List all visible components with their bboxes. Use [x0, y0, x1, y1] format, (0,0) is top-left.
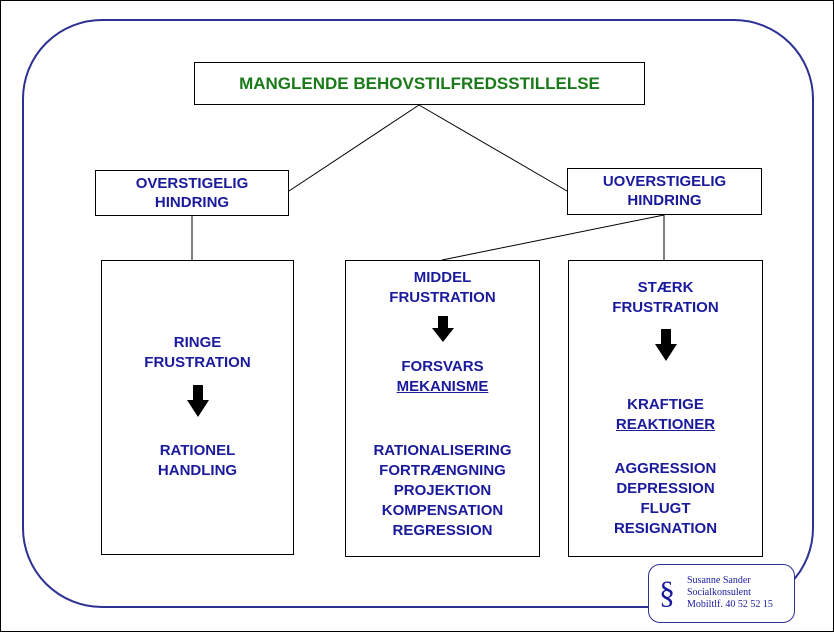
obstacle-insurmountable-line-1: UOVERSTIGELIG [602, 173, 727, 190]
middle-item-4: KOMPENSATION [381, 502, 504, 519]
middle-item-5: REGRESSION [392, 522, 493, 539]
column-low-frustration: RINGE FRUSTRATION RATIONEL HANDLING [101, 260, 294, 555]
low-frustration-line-1: RINGE [173, 334, 222, 351]
down-arrow-icon [186, 385, 209, 417]
obstacle-surmountable-line-2: HINDRING [154, 194, 230, 211]
low-outcome-line-2: HANDLING [157, 462, 238, 479]
column-middle-frustration: MIDDEL FRUSTRATION FORSVARS MEKANISME RA… [345, 260, 540, 557]
strong-item-4: RESIGNATION [613, 520, 718, 537]
obstacle-insurmountable-line-2: HINDRING [627, 192, 702, 209]
strong-item-2: DEPRESSION [616, 480, 715, 497]
middle-mechanism-line-1: FORSVARS [401, 358, 484, 375]
middle-frustration-line-2: FRUSTRATION [389, 289, 496, 306]
low-frustration-line-2: FRUSTRATION [144, 354, 251, 371]
author-badge: § Susanne Sander Socialkonsulent Mobiltl… [648, 564, 795, 623]
strong-item-1: AGGRESSION [614, 460, 717, 477]
author-details: Susanne Sander Socialkonsulent Mobiltlf.… [687, 575, 773, 611]
strong-reactions-line-2: REAKTIONER [615, 416, 716, 433]
connector-title-right [418, 104, 568, 192]
author-role: Socialkonsulent [687, 587, 751, 598]
middle-mechanism-line-2: MEKANISME [396, 378, 489, 395]
author-name: Susanne Sander [687, 575, 751, 586]
author-phone: Mobiltlf. 40 52 52 15 [687, 599, 773, 610]
connector-right-middle [441, 214, 665, 261]
middle-frustration-line-1: MIDDEL [413, 269, 472, 286]
strong-frustration-line-1: STÆRK [637, 279, 694, 296]
obstacle-surmountable-box: OVERSTIGELIG HINDRING [95, 170, 289, 216]
low-outcome-line-1: RATIONEL [159, 442, 236, 459]
diagram-title: MANGLENDE BEHOVSTILFREDSSTILLELSE [239, 74, 600, 93]
column-strong-frustration: STÆRK FRUSTRATION KRAFTIGE REAKTIONER AG… [568, 260, 763, 557]
section-sign-icon: § [659, 574, 675, 610]
obstacle-insurmountable-box: UOVERSTIGELIG HINDRING [567, 168, 762, 215]
strong-frustration-line-2: FRUSTRATION [612, 299, 719, 316]
connector-title-left [288, 104, 420, 192]
middle-item-3: PROJEKTION [393, 482, 492, 499]
strong-reactions-line-1: KRAFTIGE [627, 396, 704, 413]
down-arrow-icon [431, 316, 454, 342]
middle-item-1: RATIONALISERING [373, 442, 512, 459]
middle-item-2: FORTRÆNGNING [379, 462, 506, 479]
strong-item-3: FLUGT [640, 500, 691, 517]
obstacle-surmountable-line-1: OVERSTIGELIG [135, 175, 249, 192]
rounded-frame [22, 19, 814, 608]
title-box: MANGLENDE BEHOVSTILFREDSSTILLELSE [194, 62, 645, 105]
down-arrow-icon [654, 329, 677, 361]
